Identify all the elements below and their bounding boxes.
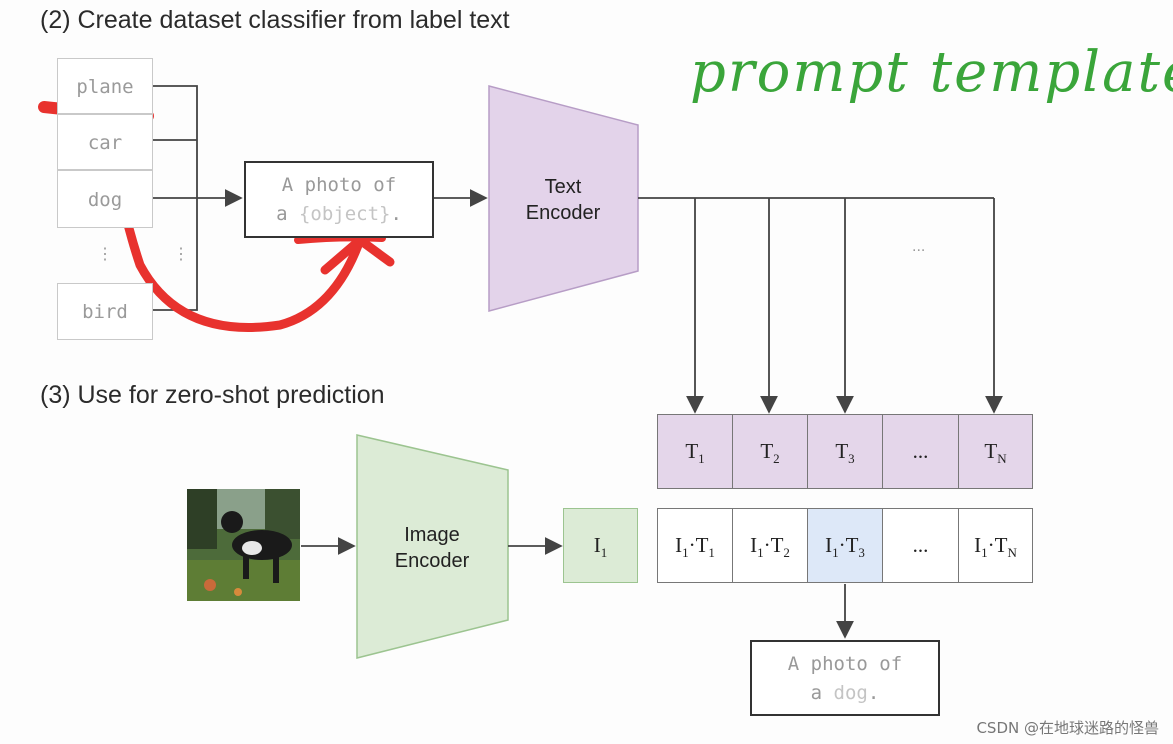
prediction-result-box: A photo of a dog. [750, 640, 940, 716]
template-line1: A photo of [281, 174, 397, 196]
section2-title: (2) Create dataset classifier from label… [40, 6, 510, 34]
product-i1-t2: I1·T2 [732, 508, 808, 583]
label-dog: dog [57, 170, 153, 228]
template-line2: a {object}. [276, 203, 402, 225]
result-object: dog [833, 682, 868, 704]
encoder-fanout [638, 197, 995, 410]
bracket-ellipsis: ⋮ [173, 246, 189, 263]
product-ellipsis: ... [882, 508, 959, 583]
fanout-ellipsis: ... [912, 238, 926, 255]
label-bird: bird [57, 283, 153, 340]
product-i1-t1: I1·T1 [657, 508, 733, 583]
dog-photo [187, 489, 300, 601]
result-line1: A photo of [787, 653, 903, 675]
text-feature-t1: T1 [657, 414, 733, 489]
label-ellipsis: ⋮ [97, 246, 113, 263]
handwritten-annotation: prompt template [690, 40, 1173, 105]
text-feature-ellipsis: ... [882, 414, 959, 489]
text-feature-tn: TN [958, 414, 1033, 489]
text-feature-t2: T2 [732, 414, 808, 489]
result-line2: a dog. [810, 682, 880, 704]
image-feature-i1: I1 [563, 508, 638, 583]
template-object: {object} [298, 203, 391, 225]
product-i1-t3-highlighted: I1·T3 [807, 508, 883, 583]
image-encoder-shape [356, 434, 509, 659]
label-bracket [152, 85, 198, 311]
label-car: car [57, 114, 153, 170]
product-i1-tn: I1·TN [958, 508, 1033, 583]
label-plane: plane [57, 58, 153, 114]
text-encoder-shape [488, 85, 639, 312]
text-feature-t3: T3 [807, 414, 883, 489]
prompt-template-box: A photo of a {object}. [244, 161, 434, 238]
section3-title: (3) Use for zero-shot prediction [40, 381, 385, 409]
watermark: CSDN @在地球迷路的怪兽 [976, 719, 1159, 737]
